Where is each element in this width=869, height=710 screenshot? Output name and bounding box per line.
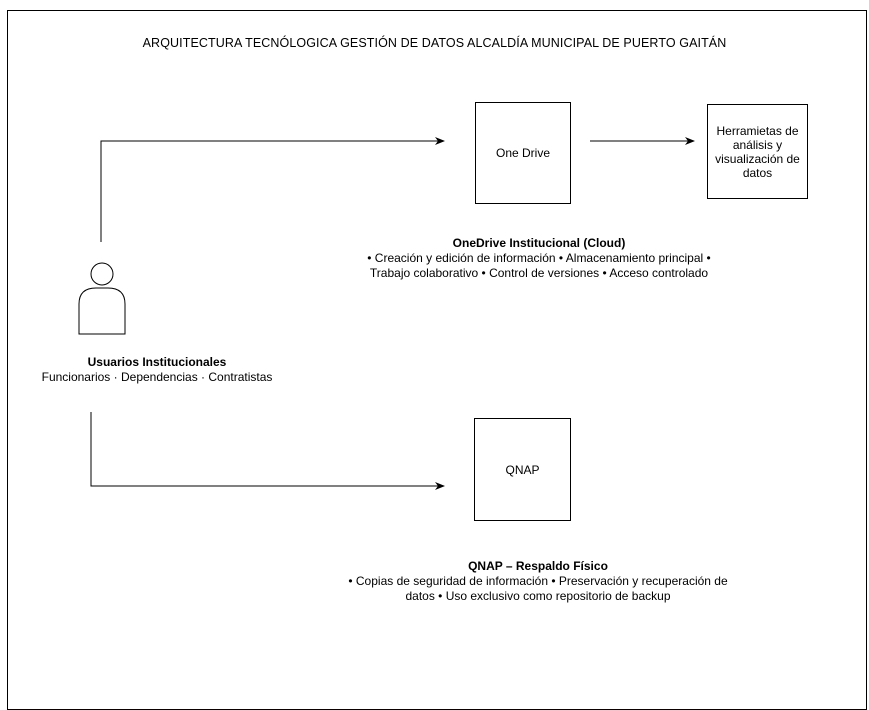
qnap-caption: QNAP – Respaldo Físico • Copias de segur… [344, 559, 732, 604]
qnap-node: QNAP [474, 418, 571, 521]
arrow-users-to-qnap [90, 412, 445, 490]
onedrive-caption-body: • Creación y edición de información • Al… [367, 251, 711, 280]
onedrive-node-label: One Drive [495, 146, 551, 160]
qnap-caption-body: • Copias de seguridad de información • P… [348, 574, 728, 603]
users-caption-body: Funcionarios · Dependencias · Contratist… [41, 370, 273, 384]
user-icon [78, 262, 126, 335]
users-caption: Usuarios Institucionales Funcionarios · … [12, 355, 302, 385]
diagram-title: ARQUITECTURA TECNÓLOGICA GESTIÓN DE DATO… [142, 36, 727, 50]
qnap-node-label: QNAP [505, 462, 540, 477]
qnap-caption-heading: QNAP – Respaldo Físico [468, 559, 608, 573]
connectors-layer [78, 137, 695, 490]
onedrive-caption-heading: OneDrive Institucional (Cloud) [452, 236, 626, 250]
arrow-users-to-onedrive [100, 137, 445, 242]
onedrive-caption: OneDrive Institucional (Cloud) • Creació… [346, 236, 732, 281]
onedrive-node: One Drive [475, 102, 571, 204]
analysis-tools-node-label: Herramietas de análisis y visualización … [715, 123, 800, 180]
diagram-canvas: ARQUITECTURA TECNÓLOGICA GESTIÓN DE DATO… [7, 10, 867, 710]
users-caption-heading: Usuarios Institucionales [87, 355, 227, 369]
analysis-tools-node: Herramietas de análisis y visualización … [707, 104, 808, 199]
